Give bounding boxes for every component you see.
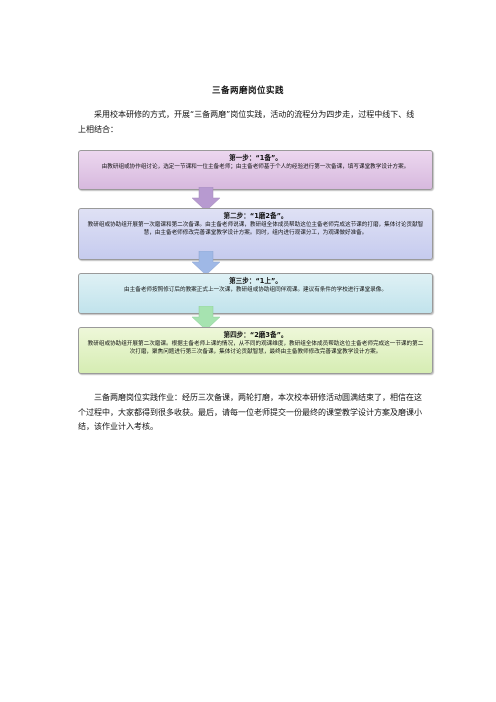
process-flowchart: 第一步：“1备”。 由教研组或协作组讨论，选定一节课和一位主备老师；由主备老师基… bbox=[78, 150, 433, 374]
down-arrow-icon bbox=[192, 187, 220, 211]
summary-paragraph: 三备两磨岗位实践作业：经历三次备课，两轮打磨，本次校本研修活动圆满结束了，相信在… bbox=[78, 393, 422, 431]
step-2-heading: 第二步：“1磨2备”。 bbox=[223, 212, 288, 220]
step-3-box: 第三步：“1上”。 由主备老师按照修订后的教案正式上一次课，教研组或协助组同伴观… bbox=[78, 273, 433, 314]
document-title: 三备两磨岗位实践 bbox=[211, 86, 284, 96]
step-1-heading: 第一步：“1备”。 bbox=[229, 154, 282, 162]
down-arrow-icon bbox=[192, 306, 220, 330]
step-4-heading: 第四步：“2磨3备”。 bbox=[223, 331, 288, 339]
step-2-box: 第二步：“1磨2备”。 教研组或协助组开展第一次磨课和第二次备课。由主备老师说课… bbox=[78, 208, 433, 260]
step-1-box: 第一步：“1备”。 由教研组或协作组讨论，选定一节课和一位主备老师；由主备老师基… bbox=[78, 150, 433, 190]
intro-paragraph: 采用校本研修的方式，开展“三备两磨”岗位实践，活动的流程分为四步走，过程中线下、… bbox=[78, 110, 415, 134]
step-4-body: 教研组或协助组开展第二次磨课。根据主备老师上课的情况，从不同的观课维度，教研组全… bbox=[87, 341, 424, 356]
step-3-body: 由主备老师按照修订后的教案正式上一次课，教研组或协助组同伴观课。建议有条件的学校… bbox=[124, 287, 387, 293]
step-1-body: 由教研组或协作组讨论，选定一节课和一位主备老师；由主备老师基于个人的经验进行第一… bbox=[101, 164, 410, 170]
step-4-box: 第四步：“2磨3备”。 教研组或协助组开展第二次磨课。根据主备老师上课的情况，从… bbox=[78, 327, 433, 374]
step-2-body: 教研组或协助组开展第一次磨课和第二次备课。由主备老师说课，教研组全体成员帮助这位… bbox=[87, 222, 424, 237]
down-arrow-icon bbox=[192, 251, 220, 275]
step-3-heading: 第三步：“1上”。 bbox=[229, 277, 282, 285]
